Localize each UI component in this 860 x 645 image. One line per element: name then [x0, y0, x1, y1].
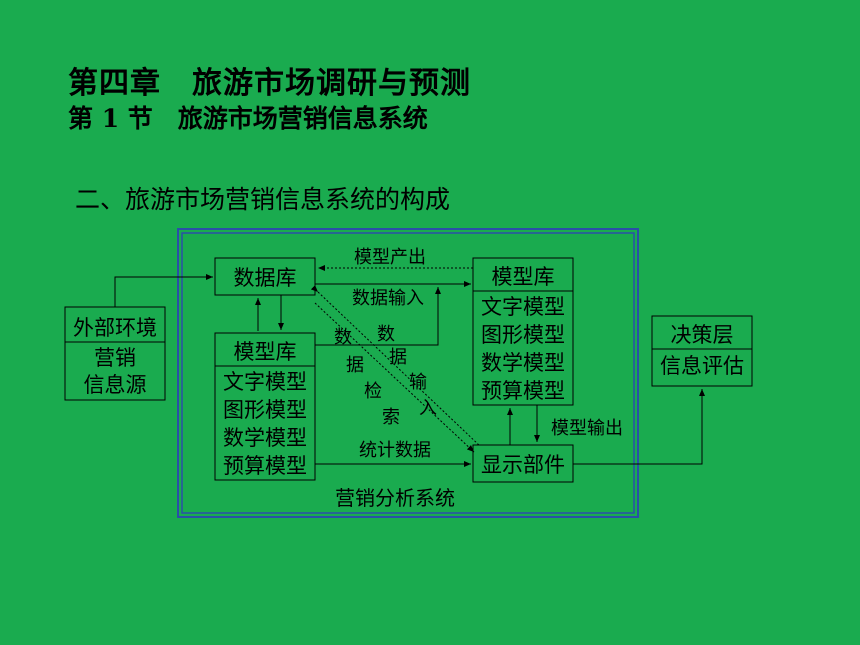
label-diag-input-1: 数: [377, 324, 395, 345]
label-retrieval-4: 索: [382, 407, 400, 428]
label-retrieval-3: 检: [364, 381, 382, 402]
label-diag-input-4: 入: [419, 398, 437, 419]
model-library-right: 模型库 文字模型 图形模型 数学模型 预算模型: [472, 257, 574, 406]
model-lib-left-item: 数学模型: [223, 426, 307, 450]
edge-data-retrieval: [310, 285, 481, 447]
label-diag-input-2: 据: [389, 347, 407, 368]
decision-title: 决策层: [671, 323, 734, 347]
database-box: 数据库: [214, 257, 316, 296]
section-heading: 二、旅游市场营销信息系统的构成: [75, 185, 451, 214]
display-label: 显示部件: [481, 453, 565, 477]
model-lib-right-title: 模型库: [492, 265, 555, 289]
label-model-output-right: 模型输出: [551, 418, 623, 439]
model-lib-right-item: 预算模型: [481, 379, 565, 403]
model-lib-left-title: 模型库: [234, 340, 297, 364]
label-retrieval-1: 数: [334, 327, 352, 348]
display-box: 显示部件: [472, 444, 574, 483]
model-lib-left-item: 预算模型: [223, 454, 307, 478]
system-frame-outer: [177, 228, 639, 518]
label-stat-data: 统计数据: [359, 440, 431, 461]
label-diag-input-3: 输: [409, 372, 427, 393]
external-line-1: 营销: [94, 346, 136, 370]
external-line-2: 信息源: [84, 373, 147, 397]
external-title: 外部环境: [73, 316, 157, 340]
model-lib-left-item: 文字模型: [223, 370, 307, 394]
edge-display-to-decision: [573, 389, 705, 465]
database-label: 数据库: [234, 266, 297, 290]
edge-data-input-diag: [314, 302, 475, 453]
model-lib-left-item: 图形模型: [223, 398, 307, 422]
edge-lib-to-input: [315, 287, 441, 346]
system-label: 营销分析系统: [335, 486, 455, 510]
external-source-box: 外部环境 营销 信息源: [64, 306, 166, 401]
system-frame-inner: [181, 232, 635, 514]
model-lib-right-item: 文字模型: [481, 295, 565, 319]
label-data-input: 数据输入: [352, 288, 424, 309]
chapter-title: 第四章 旅游市场调研与预测: [68, 66, 471, 101]
section-title: 第 1 节 旅游市场营销信息系统: [68, 104, 428, 133]
model-lib-right-item: 图形模型: [481, 323, 565, 347]
edge-external-to-db: [114, 274, 213, 307]
decision-line: 信息评估: [660, 354, 744, 378]
model-lib-right-item: 数学模型: [481, 351, 565, 375]
label-retrieval-2: 据: [346, 355, 364, 376]
decision-box: 决策层 信息评估: [651, 315, 753, 387]
label-model-output: 模型产出: [354, 247, 426, 268]
model-library-left: 模型库 文字模型 图形模型 数学模型 预算模型: [214, 332, 316, 481]
